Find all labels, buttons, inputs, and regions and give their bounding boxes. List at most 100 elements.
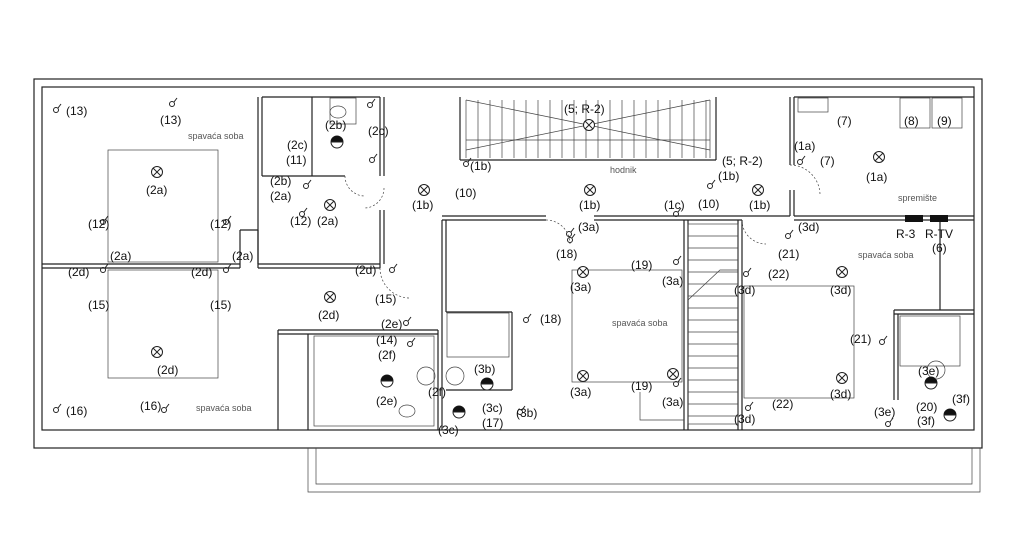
- ref-label: (2e): [381, 317, 402, 331]
- ref-label: (21): [778, 247, 799, 261]
- room-label: spremište: [898, 193, 937, 203]
- switch-icon: [223, 215, 232, 225]
- switch-icon: [169, 97, 178, 107]
- ref-label: (14): [376, 333, 397, 347]
- ref-label: (13): [66, 104, 87, 118]
- ref-label: (17): [482, 416, 503, 430]
- ref-label: (2a): [232, 249, 253, 263]
- ref-label: (2a): [270, 189, 291, 203]
- stair-steps-top: [477, 100, 707, 158]
- ref-label: (2b): [325, 118, 346, 132]
- panel-label: R-TV: [925, 227, 953, 241]
- ref-label: (2b): [270, 174, 291, 188]
- switch-icon: [299, 207, 308, 217]
- ref-label: (1b): [470, 159, 491, 173]
- switch-icon: [523, 313, 532, 323]
- ref-label: (13): [160, 113, 181, 127]
- doors: [344, 164, 821, 299]
- stair-steps-central: [688, 235, 738, 417]
- ceiling-light-icon: [752, 184, 764, 196]
- switch-icon: [403, 316, 412, 326]
- ref-label: (3e): [874, 405, 895, 419]
- ref-label: (11): [286, 153, 306, 167]
- ref-label: (2a): [146, 183, 167, 197]
- switch-icon: [673, 255, 682, 265]
- ref-label: (3d): [734, 412, 755, 426]
- room-label: spavaća soba: [612, 318, 668, 328]
- switch-icon: [743, 267, 752, 277]
- switch-icon: [303, 179, 312, 189]
- ceiling-light-icon: [324, 291, 336, 303]
- ceiling-lights: [151, 119, 885, 384]
- ceiling-light-icon: [873, 151, 885, 163]
- ref-label: (16): [66, 404, 87, 418]
- ceiling-light-icon: [583, 119, 595, 131]
- ref-label: (1b): [718, 169, 739, 183]
- ceiling-light-icon: [836, 372, 848, 384]
- switch-icon: [100, 263, 109, 273]
- ref-label: (1c): [664, 198, 685, 212]
- ref-label: (3f): [952, 392, 970, 406]
- reference-labels: (13) (13) (2a) (2c) (11) (2b) (2c) (2b) …: [66, 102, 970, 437]
- switch-icon: [785, 229, 794, 239]
- room-label: hodnik: [610, 165, 637, 175]
- switch-icon: [885, 417, 894, 427]
- switch-icon: [53, 103, 62, 113]
- ref-label: (1b): [412, 198, 433, 212]
- switch-icon: [879, 335, 888, 345]
- wall-lights: [330, 135, 957, 422]
- ref-label: (2d): [355, 263, 376, 277]
- ceiling-light-icon: [418, 184, 430, 196]
- ref-label: (12): [210, 217, 231, 231]
- ref-label: (3c): [482, 401, 503, 415]
- ref-label: (22): [768, 267, 789, 281]
- stairs-central: [639, 223, 739, 425]
- ref-label: (15): [375, 292, 396, 306]
- ref-label: (2d): [68, 265, 89, 279]
- ref-label: (3a): [570, 385, 591, 399]
- ref-label: (18): [556, 247, 577, 261]
- wall-light-icon: [330, 135, 344, 149]
- ref-label: (2a): [110, 249, 131, 263]
- room-label: spavaća soba: [196, 403, 252, 413]
- switch-icon: [707, 179, 716, 189]
- ref-label: (19): [631, 379, 652, 393]
- ref-label: (2e): [376, 394, 397, 408]
- ref-label: (2c): [368, 124, 389, 138]
- switch-icon: [517, 405, 526, 415]
- ref-label: (1a): [866, 170, 887, 184]
- ref-label: (16): [140, 399, 161, 413]
- outer-walls: [33, 78, 983, 493]
- ref-label: (2a): [317, 214, 338, 228]
- ref-label: (2c): [287, 138, 308, 152]
- ref-label: (15): [210, 298, 231, 312]
- ref-label: (5; R-2): [722, 154, 763, 168]
- panel-label: R-3: [896, 227, 916, 241]
- ref-label: (3d): [734, 283, 755, 297]
- ceiling-light-icon: [584, 184, 596, 196]
- switch-icon: [745, 401, 754, 411]
- ref-label: (3a): [662, 395, 683, 409]
- ref-label: (20): [916, 400, 937, 414]
- ref-label: (3c): [438, 423, 459, 437]
- room-label: spavaća soba: [188, 131, 244, 141]
- ref-label: (1b): [749, 198, 770, 212]
- switch-icon: [161, 403, 170, 413]
- switch-icon: [673, 377, 682, 387]
- switch-icon: [100, 215, 109, 225]
- switch-icon: [223, 263, 232, 273]
- ref-label: (15): [88, 298, 109, 312]
- ref-label: (10): [455, 186, 476, 200]
- ref-label: (6): [932, 241, 947, 255]
- ref-label: (3d): [830, 387, 851, 401]
- ref-label: (10): [698, 197, 719, 211]
- wall-light-icon: [924, 376, 938, 390]
- ref-label: (9): [937, 114, 952, 128]
- electrical-panels: [905, 215, 948, 222]
- ref-label: (3e): [918, 364, 939, 378]
- ref-label: (3b): [516, 406, 537, 420]
- switch-icon: [567, 233, 576, 243]
- ceiling-light-icon: [324, 199, 336, 211]
- ref-label: (7): [837, 114, 852, 128]
